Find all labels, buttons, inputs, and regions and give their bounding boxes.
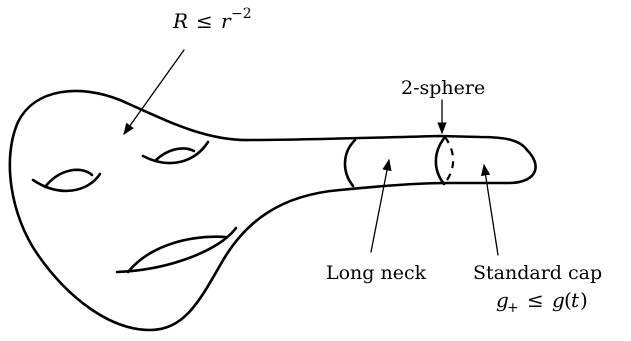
metric-inequality-label: g + ≤ g ( t ) (496, 288, 588, 316)
two-sphere-back-curve (443, 136, 455, 185)
arrow-standard-cap (480, 163, 499, 256)
hole-mid-top (153, 147, 196, 163)
arrow-curvature (123, 49, 185, 135)
long-neck-label: Long neck (326, 262, 427, 284)
metric-le: ≤ (527, 288, 544, 312)
metric-g-plus: g (496, 288, 509, 312)
hole-left-bottom (31, 172, 102, 193)
metric-plus-subscript: + (507, 300, 519, 316)
metric-paren-close: ) (580, 288, 588, 312)
metric-g: g (552, 288, 565, 312)
hole-left-top (43, 168, 94, 189)
curvature-label: R ≤ r −2 (172, 6, 252, 33)
metric-t: t (571, 288, 580, 312)
standard-cap-label: Standard cap (473, 262, 602, 284)
surface-outline (8, 89, 537, 332)
two-sphere-label: 2-sphere (401, 77, 485, 99)
hole-large-top (126, 235, 228, 274)
curvature-le: ≤ (196, 9, 213, 33)
curvature-R: R (172, 9, 188, 33)
metric-paren-open: ( (564, 288, 572, 312)
hole-large-bottom (115, 226, 238, 274)
curvature-exponent: −2 (231, 6, 252, 22)
arrow-long-neck (370, 158, 392, 253)
two-sphere-front-curve (434, 135, 447, 186)
curvature-r: r (221, 9, 232, 33)
neck-section-curve (343, 138, 357, 188)
hole-mid-bottom (141, 140, 210, 165)
